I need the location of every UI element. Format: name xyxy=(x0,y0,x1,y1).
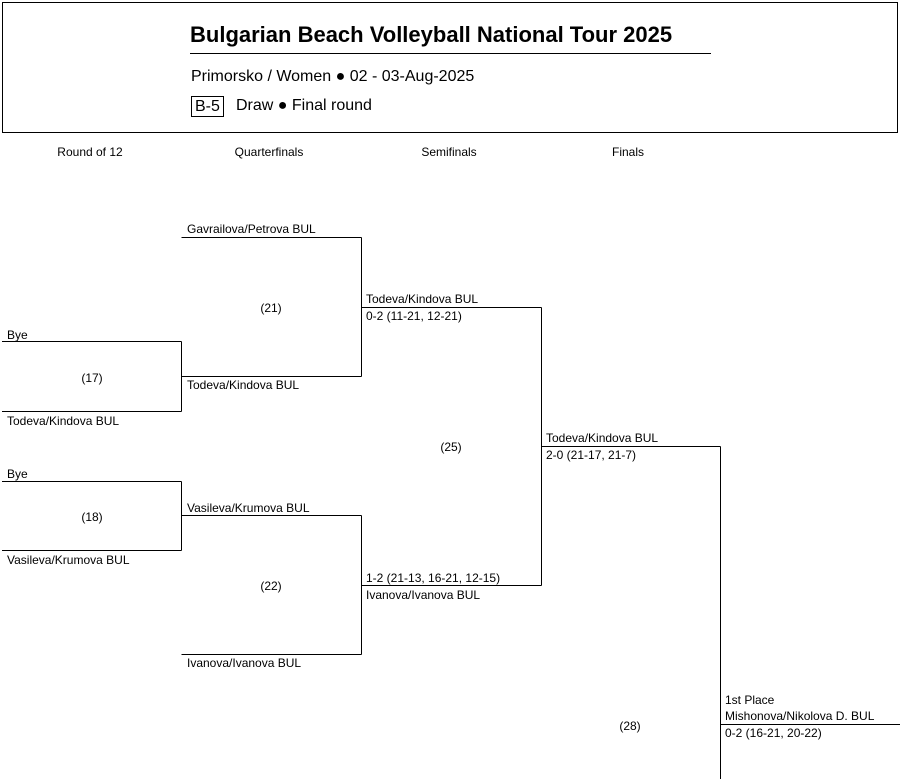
final-winner-score: 2-0 (21-17, 21-7) xyxy=(546,448,636,462)
first-place-label: 1st Place xyxy=(725,693,775,707)
sf-top-score: 0-2 (11-21, 12-21) xyxy=(366,309,462,323)
event-subtitle: Primorsko / Women ● 02 - 03-Aug-2025 xyxy=(191,68,475,85)
header-box xyxy=(2,2,898,133)
r12-18-top-team: Bye xyxy=(7,467,28,481)
r12-17-bottom-team: Todeva/Kindova BUL xyxy=(7,414,119,428)
match-number-21: (21) xyxy=(260,301,281,315)
draw-label: Draw ● Final round xyxy=(236,97,372,114)
round-heading-r12: Round of 12 xyxy=(57,145,123,159)
r12-17-top-team: Bye xyxy=(7,328,28,342)
match-number-17: (17) xyxy=(81,371,102,385)
qf-21-bottom-team: Todeva/Kindova BUL xyxy=(187,378,299,392)
sf-bottom-score: 1-2 (21-13, 16-21, 12-15) xyxy=(366,571,500,585)
match-number-18: (18) xyxy=(81,510,102,524)
first-place-team: Mishonova/Nikolova D. BUL xyxy=(725,709,875,723)
r12-18-bottom-team: Vasileva/Krumova BUL xyxy=(7,553,130,567)
match-number-22: (22) xyxy=(260,579,281,593)
match-number-25: (25) xyxy=(440,440,461,454)
qf-22-top-team: Vasileva/Krumova BUL xyxy=(187,501,310,515)
final-winner-team: Todeva/Kindova BUL xyxy=(546,431,658,445)
draw-code-badge: B-5 xyxy=(191,96,224,117)
title-divider xyxy=(190,53,711,54)
qf-22-bottom-team: Ivanova/Ivanova BUL xyxy=(187,656,301,670)
sf-top-team: Todeva/Kindova BUL xyxy=(366,292,478,306)
match-number-28: (28) xyxy=(619,719,640,733)
round-heading-semifinals: Semifinals xyxy=(421,145,477,159)
round-heading-quarterfinals: Quarterfinals xyxy=(234,145,304,159)
round-heading-finals: Finals xyxy=(611,145,645,159)
page-title: Bulgarian Beach Volleyball National Tour… xyxy=(190,22,673,47)
qf-21-top-team: Gavrailova/Petrova BUL xyxy=(187,222,316,236)
sf-bottom-team: Ivanova/Ivanova BUL xyxy=(366,588,480,602)
first-place-score: 0-2 (16-21, 20-22) xyxy=(725,726,822,740)
